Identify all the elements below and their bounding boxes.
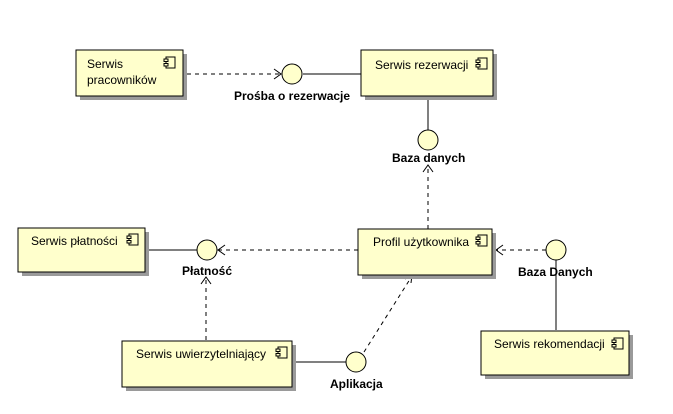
interface-label-platnosc: Płatność — [182, 264, 232, 278]
component-label: Serwis — [87, 57, 123, 71]
component-icon — [475, 57, 488, 70]
arrow-head-bazadanych — [422, 164, 434, 173]
component-icon — [163, 56, 176, 69]
component-serwis-uwierzytelniajacy[interactable]: Serwis uwierzytelniający — [121, 340, 296, 391]
component-serwis-platnosci[interactable]: Serwis płatności — [17, 227, 149, 276]
interface-label-prosba-o-rezerwacje: Prośba o rezerwacje — [234, 89, 350, 103]
component-icon — [126, 233, 139, 246]
component-serwis-pracownikow[interactable]: Serwis pracowników — [75, 49, 187, 100]
component-icon — [611, 337, 624, 350]
component-profil-uzytkownika[interactable]: Profil użytkownika — [357, 228, 496, 279]
interface-label-aplikacja: Aplikacja — [330, 377, 383, 391]
component-label: Serwis uwierzytelniający — [136, 347, 266, 361]
dependency-aplikacja-to-profil — [363, 275, 413, 353]
component-label: Serwis rekomendacji — [494, 337, 605, 351]
arrow-head-prosba — [273, 68, 282, 80]
component-label: Profil użytkownika — [373, 235, 469, 249]
arrow-head-platnosc-left — [217, 244, 226, 256]
interface-platnosc[interactable] — [196, 239, 218, 261]
component-label: Serwis rezerwacji — [375, 58, 468, 72]
interface-label-baza-danych-right: Baza Danych — [518, 265, 593, 279]
interface-baza-danych-right[interactable] — [545, 239, 567, 261]
interface-baza-danych-top[interactable] — [417, 129, 439, 151]
component-label: Serwis płatności — [31, 234, 118, 248]
arrow-head-platnosc-up — [200, 276, 212, 285]
component-serwis-rekomendacji[interactable]: Serwis rekomendacji — [480, 330, 633, 379]
interface-prosba-o-rezerwacje[interactable] — [281, 63, 303, 85]
interface-aplikacja[interactable] — [345, 351, 367, 373]
component-icon — [275, 346, 288, 359]
component-label: pracowników — [87, 73, 157, 87]
component-icon — [475, 234, 488, 247]
interface-label-baza-danych-top: Baza danych — [392, 151, 465, 165]
component-serwis-rezerwacji[interactable]: Serwis rezerwacji — [360, 49, 497, 100]
